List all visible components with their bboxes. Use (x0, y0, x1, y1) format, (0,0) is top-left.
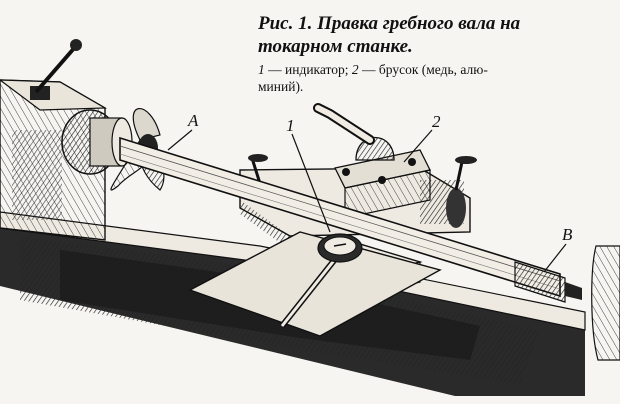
legend-text1: — индикатор; (264, 62, 352, 77)
callout-a: A (188, 111, 199, 130)
legend-num2: 2 (351, 62, 359, 77)
legend-line1: 1 — индикатор; 2 — брусок (медь, алю- (258, 61, 610, 78)
caption-title: Рис. 1. Правка гребного вала на токарном… (258, 12, 610, 58)
dial-indicator (188, 231, 442, 337)
callout-1: 1 (286, 116, 295, 135)
callout-b: B (562, 225, 573, 244)
callout-leaders (167, 129, 567, 273)
legend-line2: миний). (258, 79, 304, 94)
tailstock (591, 245, 620, 361)
headstock-lever (34, 39, 82, 94)
legend-num1: 1 (258, 62, 265, 77)
caption-title-line2: токарном станке. (258, 36, 413, 57)
propeller-shaft (119, 136, 582, 303)
caption-legend: 1 — индикатор; 2 — брусок (медь, алю- ми… (258, 61, 610, 95)
legend-text2: — брусок (медь, алю- (358, 62, 488, 77)
callout-2: 2 (432, 112, 441, 131)
caption-title-line1: Рис. 1. Правка гребного вала на (258, 13, 521, 34)
